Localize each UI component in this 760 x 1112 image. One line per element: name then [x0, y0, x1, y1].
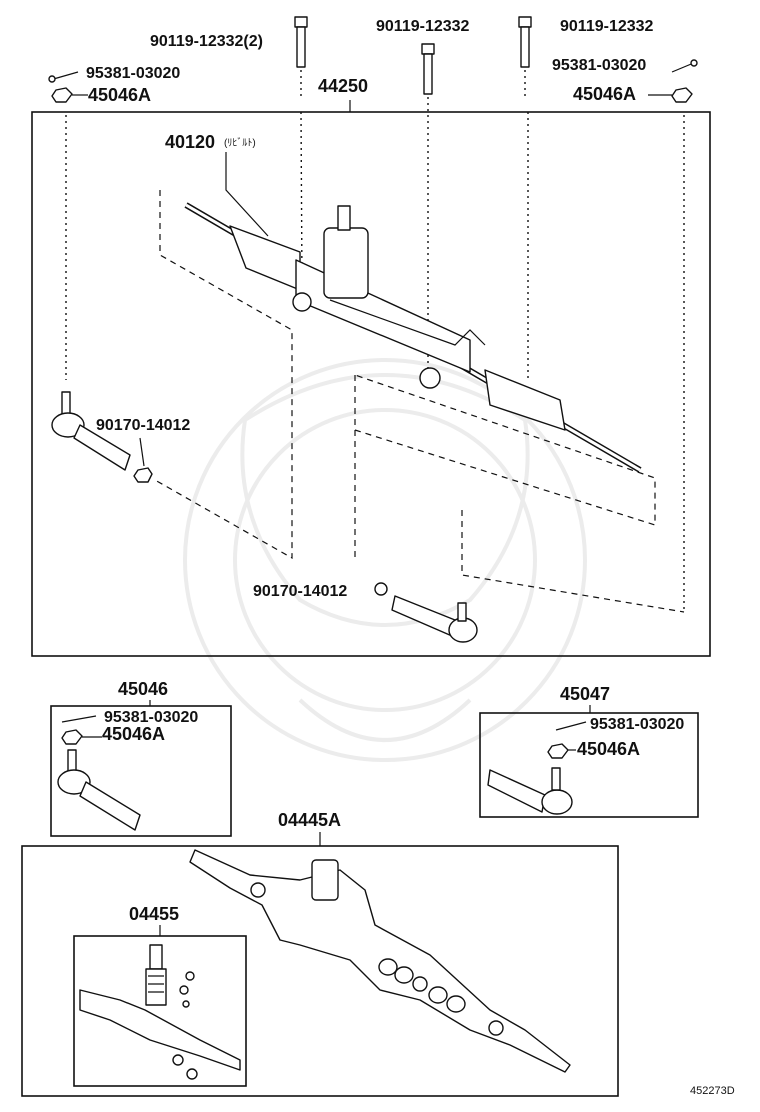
- assembly-box-44250: [31, 111, 711, 657]
- bolt-left-icon[interactable]: [294, 16, 308, 100]
- label-rack-40120[interactable]: 40120: [165, 132, 215, 152]
- end-right-parts-icon[interactable]: [487, 721, 587, 815]
- label-pin-right[interactable]: 95381-03020: [552, 57, 646, 74]
- label-end-left-pin[interactable]: 95381-03020: [104, 709, 198, 726]
- label-end-right-nut[interactable]: 45046A: [577, 739, 640, 759]
- nut-right-end-icon[interactable]: [374, 582, 388, 596]
- nut-left-end-icon[interactable]: [133, 467, 153, 483]
- label-assy-44250[interactable]: 44250: [318, 76, 368, 96]
- label-kit-04455[interactable]: 04455: [129, 904, 179, 924]
- label-nut-right[interactable]: 45046A: [573, 84, 636, 104]
- label-rack-note: (ﾘﾋﾞﾙﾄ): [224, 137, 256, 149]
- label-end-45046[interactable]: 45046: [118, 679, 168, 699]
- end-left-parts-icon[interactable]: [57, 715, 141, 831]
- rack-housing-outline: [189, 849, 571, 1073]
- drawing-code: 452273D: [690, 1085, 735, 1097]
- tie-rod-end-right-icon[interactable]: [391, 595, 478, 643]
- steering-rack-assembly[interactable]: [184, 202, 642, 473]
- label-kit-04445A[interactable]: 04445A: [278, 810, 341, 830]
- box-45046: [50, 705, 232, 837]
- label-bolt-mid[interactable]: 90119-12332: [376, 18, 470, 35]
- bolt-mid-icon[interactable]: [421, 43, 435, 370]
- label-bolt-right[interactable]: 90119-12332: [560, 18, 654, 35]
- dash-right-rod: [354, 374, 656, 526]
- nut-left-icon[interactable]: [51, 87, 73, 103]
- box-45047: [479, 712, 699, 818]
- label-nut-left-end[interactable]: 90170-14012: [96, 417, 190, 434]
- label-bolt-2[interactable]: 90119-12332(2): [150, 33, 263, 50]
- cotter-pin-left-icon[interactable]: [48, 71, 79, 83]
- label-end-right-pin[interactable]: 95381-03020: [590, 716, 684, 733]
- pinion-seal-kit-icon[interactable]: [79, 944, 241, 1080]
- label-pin-left[interactable]: 95381-03020: [86, 65, 180, 82]
- label-nut-right-end[interactable]: 90170-14012: [253, 583, 347, 600]
- cotter-pin-right-icon[interactable]: [671, 59, 698, 73]
- label-end-left-nut[interactable]: 45046A: [102, 724, 165, 744]
- nut-right-icon[interactable]: [671, 87, 693, 103]
- label-nut-left[interactable]: 45046A: [88, 85, 151, 105]
- box-04455: [73, 935, 247, 1087]
- watermark-emblem: [183, 358, 587, 762]
- dash-left-rod: [154, 190, 293, 560]
- box-04445A: [21, 845, 619, 1097]
- dash-right-end: [461, 510, 685, 613]
- label-end-45047[interactable]: 45047: [560, 684, 610, 704]
- bolt-right-icon[interactable]: [518, 16, 532, 378]
- tie-rod-end-left-icon[interactable]: [51, 391, 131, 471]
